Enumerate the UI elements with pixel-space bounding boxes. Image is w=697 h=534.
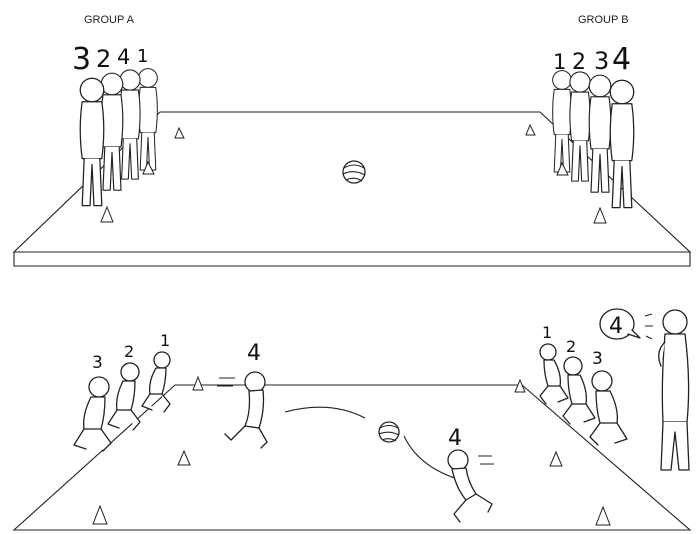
right-team-number-2: 2 [566, 337, 576, 356]
group-b-number-2: 2 [572, 50, 586, 75]
bottom-court [12, 384, 692, 531]
right-team-number-1: 1 [542, 323, 552, 342]
cone-icon [174, 126, 185, 139]
left-team-figures [73, 351, 171, 452]
group-b-number-3: 3 [594, 47, 609, 75]
standing-figure [588, 74, 612, 193]
group-a-label: GROUP A [84, 14, 135, 26]
ball-icon [342, 160, 366, 184]
left-team-number-3: 3 [92, 353, 103, 373]
group-a-number-1: 3 [72, 42, 91, 77]
cone-icon [92, 504, 108, 525]
group-a-number-3: 4 [117, 45, 130, 69]
cone-icon [514, 378, 526, 393]
running-figure-right [447, 449, 494, 523]
ball-icon [378, 421, 400, 443]
standing-figure [100, 72, 124, 191]
cone-icon [525, 123, 536, 136]
cone-icon [177, 449, 191, 466]
crouching-figure [589, 370, 628, 446]
standing-figure [552, 70, 572, 173]
caller-speech-number: 4 [609, 314, 623, 339]
group-b-number-4: 4 [612, 42, 631, 77]
standing-figure [138, 68, 158, 171]
standing-figure [609, 79, 635, 209]
right-team-number-3: 3 [592, 349, 603, 369]
right-team-figures [539, 343, 628, 446]
cone-icon [549, 450, 563, 467]
group-a-figures [79, 68, 158, 207]
crouching-figure [73, 376, 112, 452]
cone-icon [142, 160, 155, 175]
caller-figure [658, 309, 690, 471]
cone-icon [192, 375, 204, 391]
top-scene: GROUP A GROUP B 3 2 4 1 1 2 3 4 [12, 14, 692, 267]
top-court [12, 111, 692, 267]
ball-trajectory-left [284, 406, 366, 419]
runner-right-number: 4 [448, 426, 462, 451]
standing-figure [569, 71, 591, 182]
standing-figure [119, 69, 141, 180]
left-team-number-2: 2 [124, 342, 134, 361]
group-a-number-2: 2 [96, 45, 111, 73]
left-team-number-1: 1 [160, 331, 170, 350]
crouching-figure [107, 362, 141, 431]
cone-icon [595, 505, 611, 526]
group-b-figures [552, 70, 635, 209]
cone-icon [593, 206, 607, 224]
group-a-number-4: 1 [137, 46, 148, 67]
runner-left-number: 4 [247, 341, 261, 366]
cone-icon [100, 205, 114, 223]
bottom-scene: 1 2 3 4 4 [12, 308, 692, 531]
group-b-number-1: 1 [553, 50, 566, 74]
cone-icon [556, 161, 569, 176]
crouching-figure [141, 351, 171, 413]
speech-bubble: 4 [599, 308, 641, 340]
group-b-label: GROUP B [578, 14, 629, 26]
crouching-figure [562, 356, 596, 425]
crouching-figure [539, 343, 569, 405]
running-figure-left [217, 371, 268, 449]
standing-figure [79, 77, 105, 207]
